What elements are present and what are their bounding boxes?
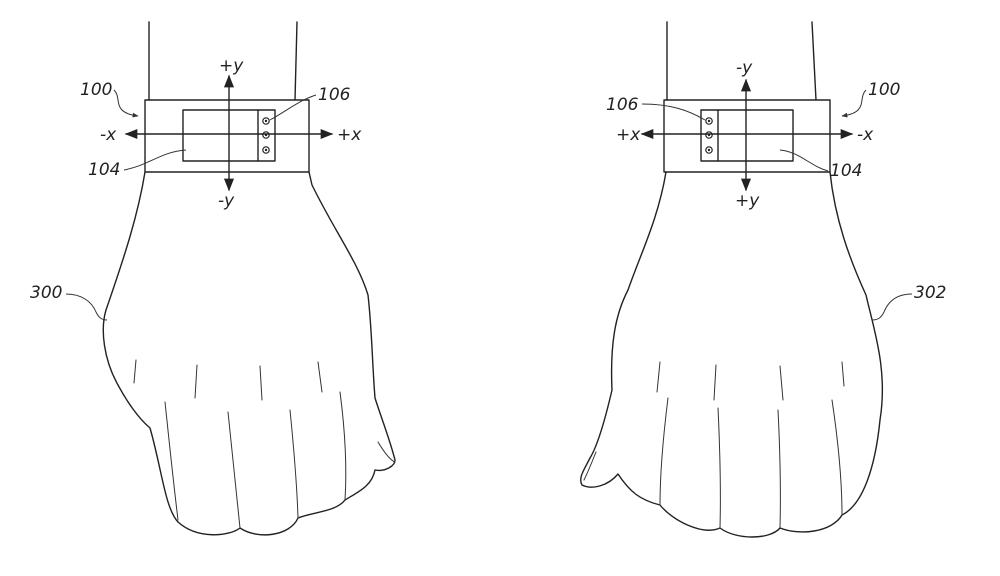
right-label-device: 100 [868,80,900,100]
left-hand-contour [102,171,396,536]
left-finger-line-3 [289,409,299,519]
right-axis-pos-x: +x [616,125,641,145]
right-label-hand: 302 [914,283,946,303]
right-axis-neg-y: -y [736,58,753,78]
right-figure: -y +y +x -x 100 106 104 302 [580,21,946,538]
right-leader-hand [871,293,913,321]
left-knuckle-1 [133,359,137,384]
left-leader-hand [65,293,108,321]
left-finger-line-2 [227,411,241,529]
left-label-hand: 300 [30,283,62,303]
right-label-display: 104 [830,161,862,181]
left-axis-pos-y: +y [219,56,244,76]
right-finger-line-4 [831,399,843,516]
right-hand-outline [580,21,884,538]
right-leader-buttons [641,103,706,121]
right-label-buttons: 106 [606,95,639,115]
left-buttons [262,117,270,154]
left-knuckle-2 [194,364,198,399]
right-buttons [705,117,713,154]
right-knuckle-4 [841,361,845,387]
left-finger-line-4 [339,391,347,501]
left-finger-line-1 [164,401,179,521]
right-finger-line-1 [659,397,669,506]
right-knuckle-2 [713,364,717,401]
left-label-device: 100 [80,80,112,100]
right-display [700,109,794,162]
left-knuckle-4 [317,361,323,393]
right-forearm-right-edge [811,21,817,101]
left-axis-neg-x: -x [100,125,117,145]
left-leader-buttons [269,94,317,121]
left-label-display: 104 [88,160,120,180]
left-hand-outline [102,21,396,536]
left-axis-neg-y: -y [218,191,235,211]
right-hand-contour [580,171,884,538]
left-knuckle-3 [259,365,263,401]
right-axis-pos-y: +y [735,191,760,211]
right-leader-display [779,149,829,172]
right-leader-device [841,89,867,118]
left-figure: +y -y +x -x 100 106 104 300 [30,21,396,536]
left-label-buttons: 106 [318,85,351,105]
left-thumb-detail [377,441,396,463]
left-leader-display [123,149,187,171]
left-forearm-right-edge [294,21,298,101]
left-axis-pos-x: +x [337,125,362,145]
right-knuckle-3 [779,365,784,401]
right-finger-line-3 [777,409,781,529]
left-leader-device [113,89,139,118]
right-knuckle-1 [656,361,661,393]
right-thumb-detail [583,451,597,481]
right-finger-line-2 [717,407,721,529]
right-axis-neg-x: -x [857,125,874,145]
